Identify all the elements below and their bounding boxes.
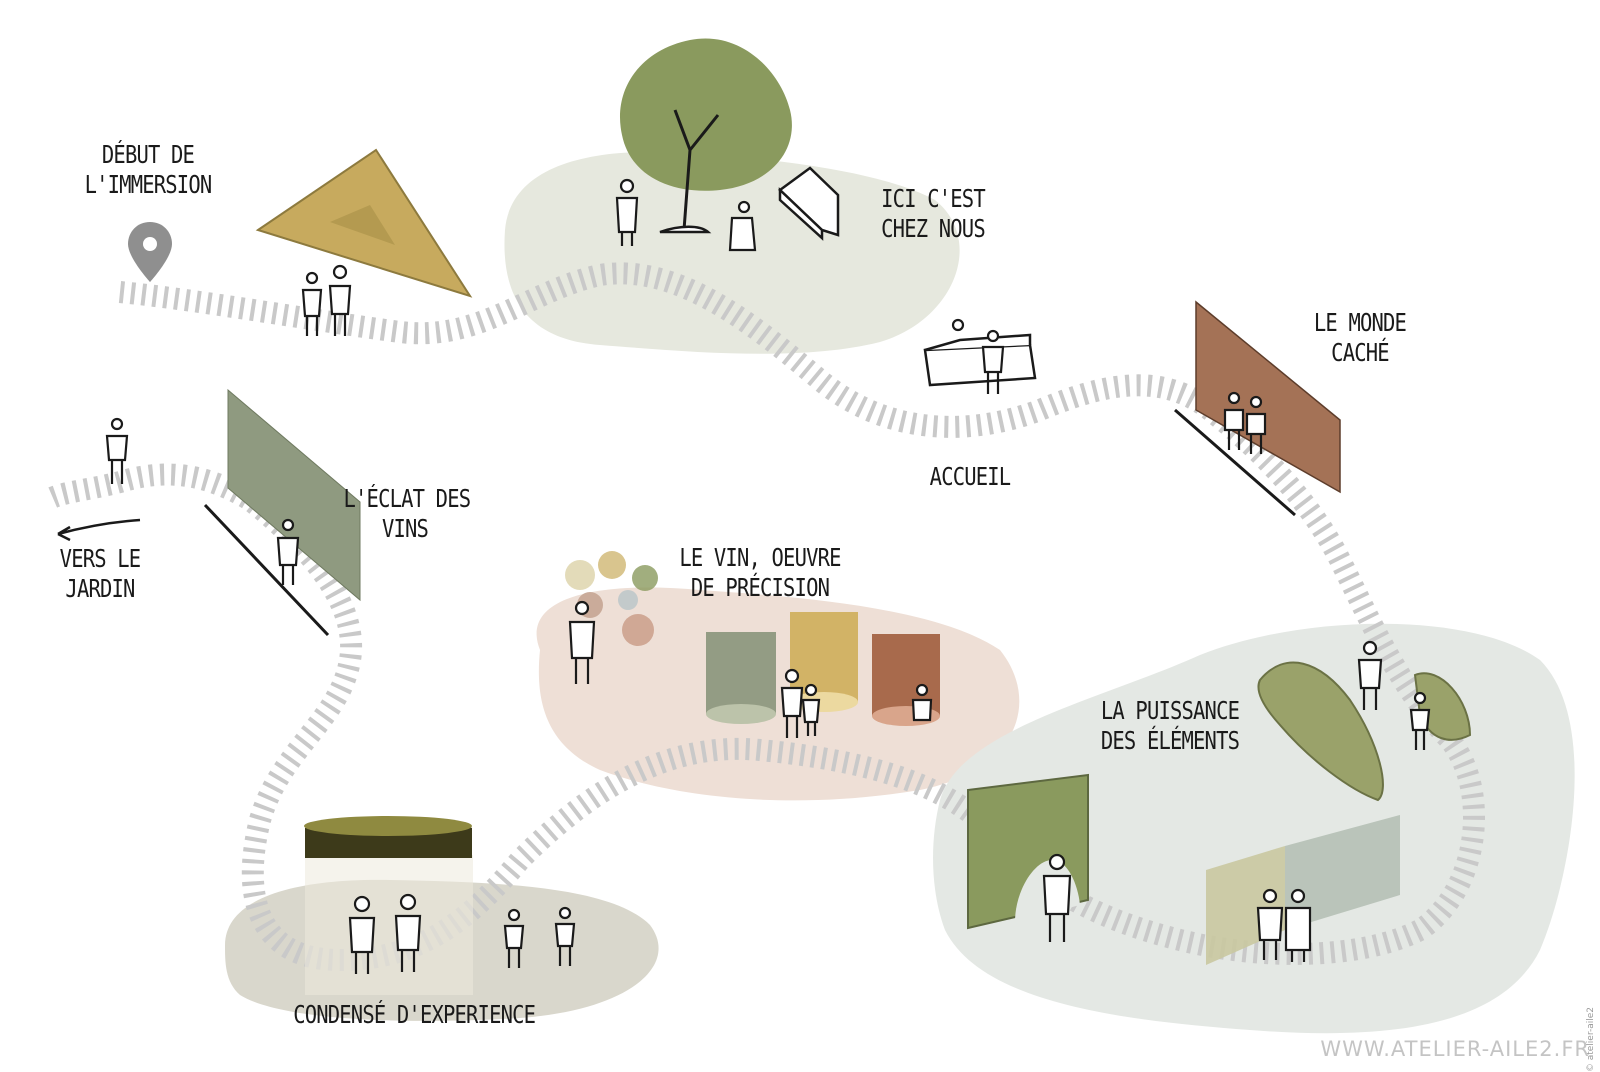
website-link[interactable]: WWW.ATELIER-AILE2.FR (1320, 1037, 1590, 1061)
label-accueil: ACCUEIL (921, 462, 1019, 492)
arrow-left-icon (57, 518, 141, 542)
aroma-circles-icon (565, 551, 658, 646)
label-line: ICI C'EST (881, 184, 986, 213)
label-line: LA PUISSANCE (1100, 696, 1240, 725)
cylinder-green (706, 632, 776, 724)
tree-icon (619, 38, 792, 234)
label-monde-cache: LE MONDE CACHÉ (1303, 308, 1418, 368)
label-line: L'ÉCLAT DES (343, 484, 472, 513)
zone-precision (536, 587, 1020, 801)
landscape-panels-icon (1206, 815, 1400, 965)
earth-wall-icon (1174, 300, 1341, 517)
label-line: CHEZ NOUS (881, 214, 986, 243)
label-eclat: L'ÉCLAT DES VINS (343, 484, 472, 544)
label-line: L'IMMERSION (84, 170, 213, 199)
label-precision: LE VIN, OEUVRE DE PRÉCISION (678, 543, 842, 603)
label-line: ACCUEIL (929, 462, 1011, 491)
immersion-path (41, 262, 1485, 972)
cylinder-ochre (790, 612, 858, 712)
label-line: DÉBUT DE (101, 140, 195, 169)
wine-bottle-wall-icon (203, 388, 361, 637)
condensed-drum-icon (304, 816, 473, 995)
label-condense: CONDENSÉ D'EXPERIENCE (293, 1000, 536, 1030)
map-pin-icon (128, 222, 172, 282)
reception-desk-icon (923, 333, 1037, 387)
label-line: DES ÉLÉMENTS (1100, 726, 1240, 755)
label-line: VERS LE (59, 544, 141, 573)
bench-icon (778, 166, 840, 241)
person-icon-group (105, 178, 1431, 974)
label-line: LE VIN, OEUVRE (679, 543, 841, 572)
label-line: CONDENSÉ D'EXPERIENCE (293, 1000, 536, 1029)
label-jardin: VERS LE JARDIN (51, 544, 149, 604)
label-line: JARDIN (65, 574, 135, 603)
label-line: DE PRÉCISION (690, 573, 830, 602)
arch-panels-icon (967, 773, 1089, 930)
label-line: VINS (381, 514, 429, 543)
label-line: LE MONDE (1313, 308, 1407, 337)
label-puissance: LA PUISSANCE DES ÉLÉMENTS (1100, 696, 1240, 756)
label-chez-nous: ICI C'EST CHEZ NOUS (872, 184, 995, 244)
shade-sail-icon (255, 148, 473, 298)
label-debut: DÉBUT DE L'IMMERSION (82, 140, 213, 200)
label-line: CACHÉ (1331, 338, 1389, 367)
